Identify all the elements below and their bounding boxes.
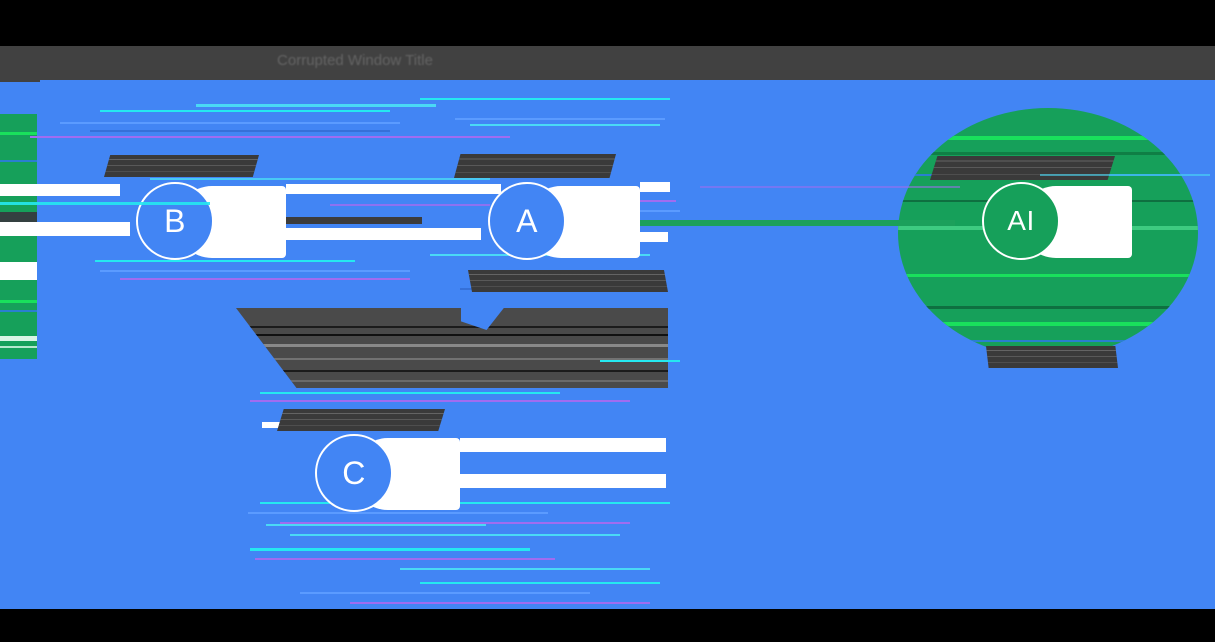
edge-b-to-a <box>285 217 422 224</box>
title-bar-accent-underline <box>40 80 1215 83</box>
node-a-sublabel: ████████████████ <box>468 270 668 292</box>
node-c-circle[interactable]: C <box>315 434 393 512</box>
node-a-circle[interactable]: A <box>488 182 566 260</box>
node-a-label: █████████████ <box>454 154 616 178</box>
diagram-canvas[interactable]: ████████████ █████████████ █████████████… <box>0 82 1215 609</box>
node-ai-sublabel: ████████ <box>986 346 1118 368</box>
redacted-text-block <box>236 308 668 388</box>
node-b-label: ████████████ <box>104 155 259 177</box>
offscreen-green-node-fragment <box>0 114 37 359</box>
node-c-label: █████████████ <box>277 409 445 431</box>
edge-a-to-ai <box>637 220 955 226</box>
window-title: Corrupted Window Title <box>277 52 433 69</box>
node-b-circle[interactable]: B <box>136 182 214 260</box>
node-ai-circle[interactable]: AI <box>982 182 1060 260</box>
title-bar <box>0 46 1215 82</box>
node-ai-label: ██████████████ <box>930 156 1115 180</box>
window-bottom-black-band <box>0 609 1215 642</box>
window-top-black-band <box>0 0 1215 46</box>
